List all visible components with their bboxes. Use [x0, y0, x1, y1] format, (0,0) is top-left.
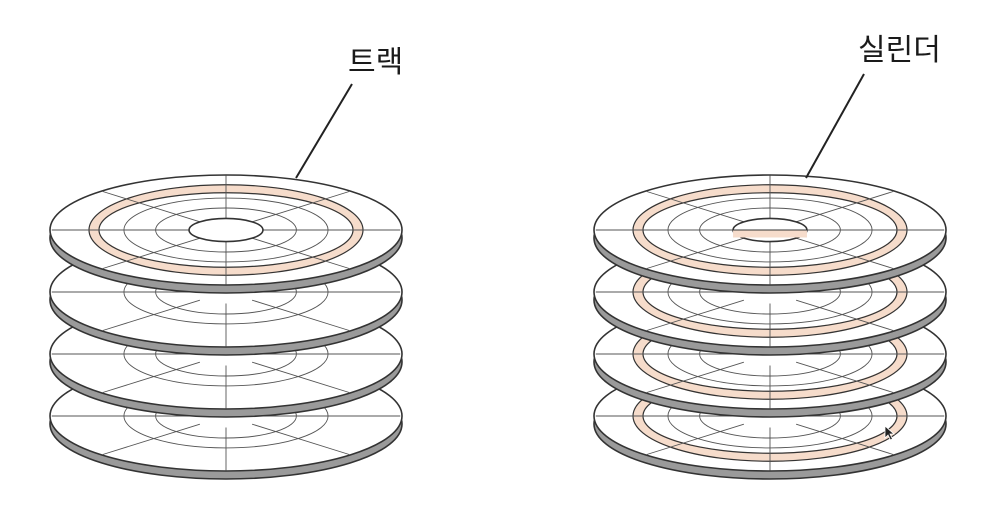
track-leader-line	[295, 83, 353, 179]
spindle-hole	[188, 217, 264, 243]
platter	[49, 174, 403, 294]
cylinder-leader-line	[805, 73, 865, 179]
track-diagram	[49, 83, 403, 480]
cylinder-label: 실린더	[858, 33, 941, 68]
mouse-pointer-icon	[884, 425, 896, 441]
track-label: 트랙	[348, 45, 403, 80]
platter	[593, 174, 947, 294]
cylinder-diagram	[593, 73, 947, 480]
